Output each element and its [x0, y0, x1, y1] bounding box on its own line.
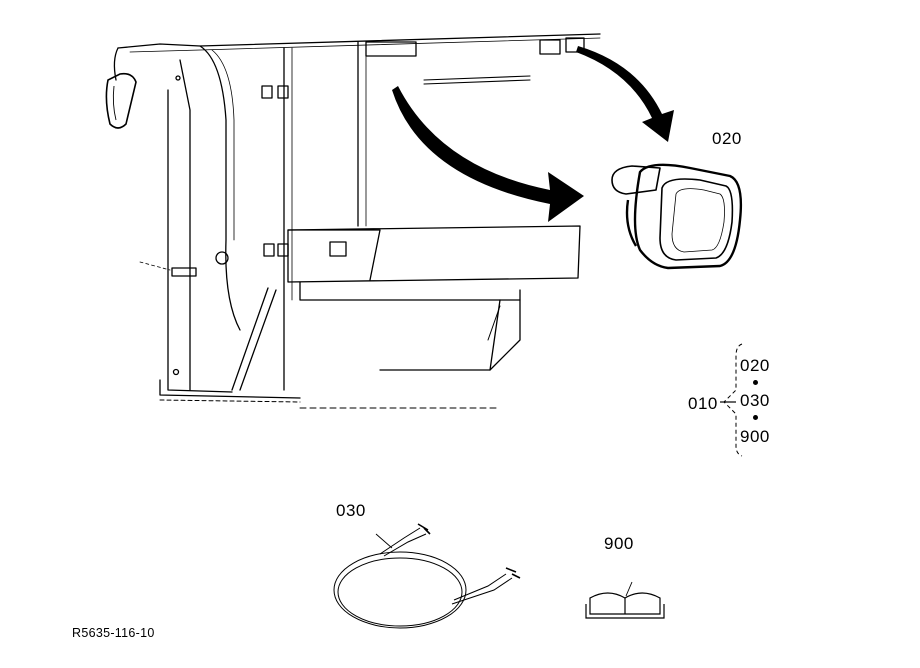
- assembly-parent-label: 010: [688, 394, 718, 413]
- callout-lamp-label: 020: [712, 129, 742, 148]
- arrow-to-mount-large: [392, 86, 584, 222]
- assembly-child-1: 020: [740, 356, 770, 375]
- assembly-child-2: 030: [740, 391, 770, 410]
- work-lamp-illustration: [611, 163, 743, 270]
- callout-manual-label: 900: [604, 534, 634, 553]
- assembly-separator-dot: [753, 415, 758, 420]
- figure-number: R5635-116-10: [72, 626, 155, 640]
- wiring-harness-illustration: [333, 523, 521, 629]
- mirror: [105, 72, 137, 129]
- manual-book-illustration: [585, 581, 665, 619]
- arrow-to-mount-small: [576, 46, 674, 142]
- callout-harness-label: 030: [336, 501, 366, 520]
- pointer-arrows: [392, 46, 674, 222]
- assembly-child-3: 900: [740, 427, 770, 446]
- assembly-separator-dot: [753, 380, 758, 385]
- assembly-bracket: [720, 343, 743, 457]
- cab-outline: [113, 33, 601, 409]
